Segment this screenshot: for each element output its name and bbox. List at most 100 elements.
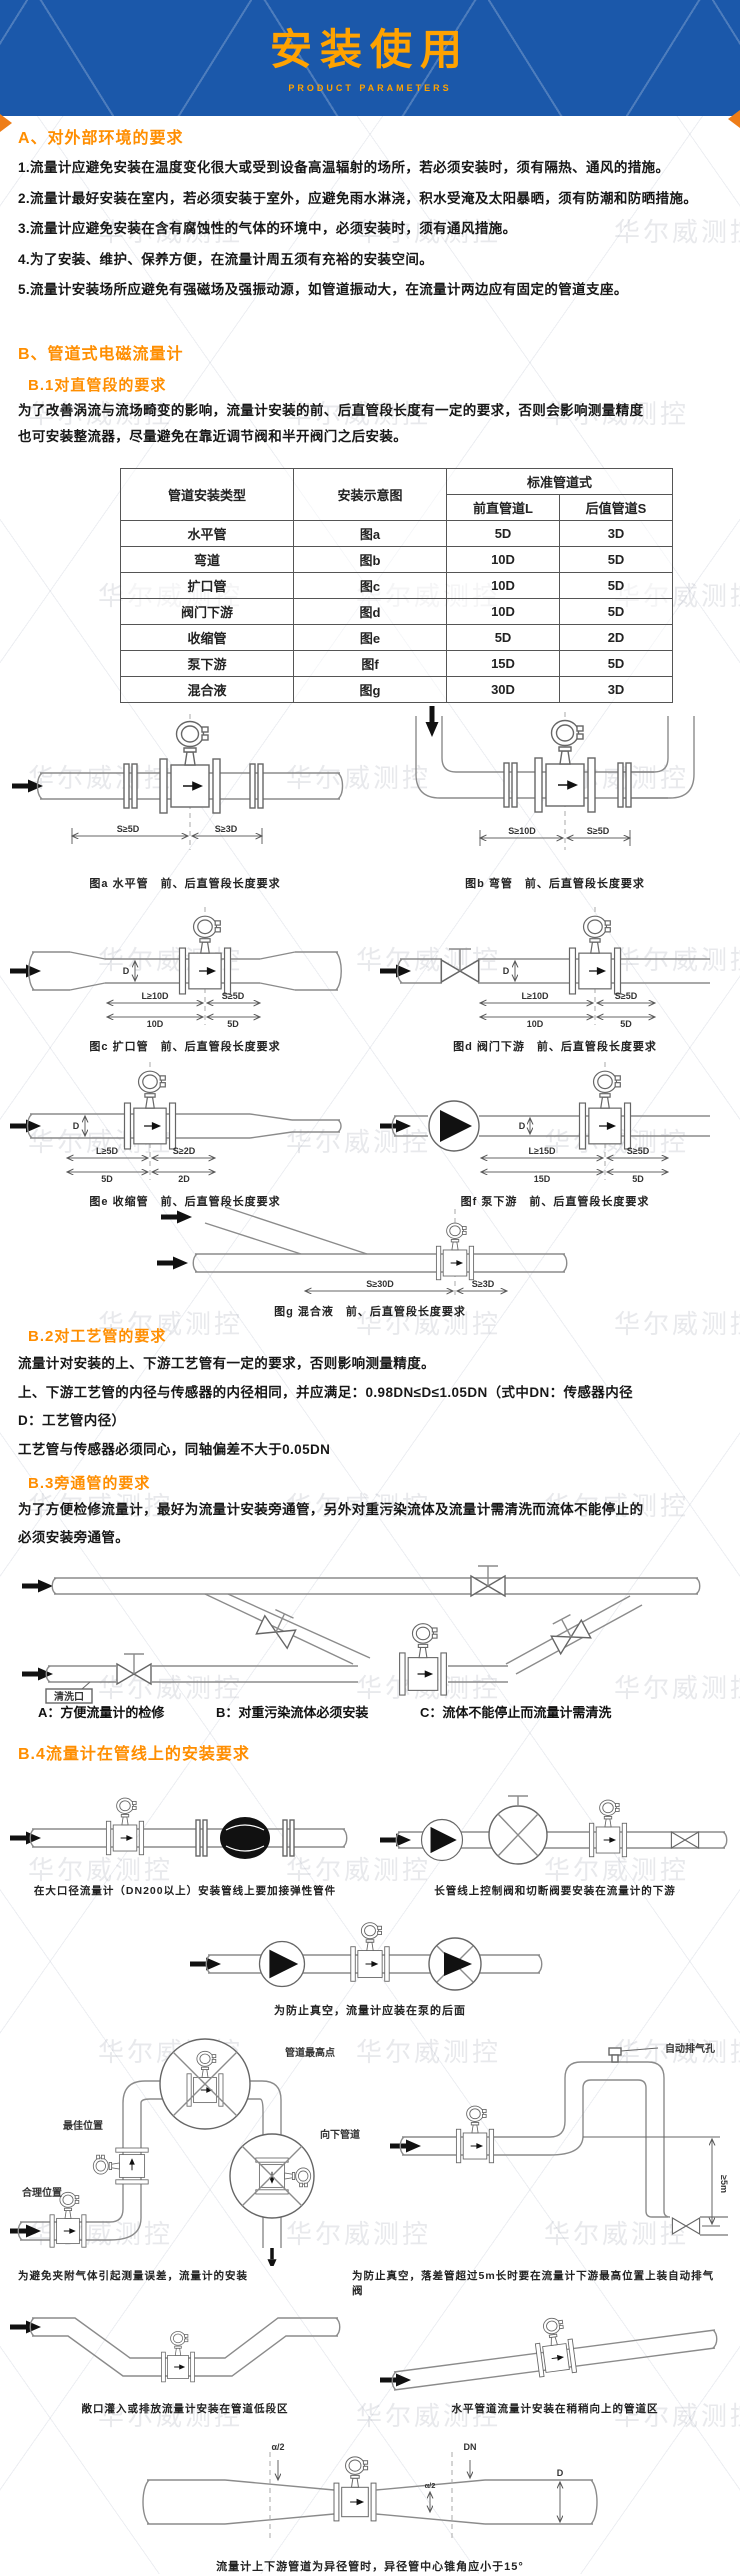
figure-e-caption: 图e 收缩管 前、后直管段长度要求	[89, 1196, 281, 1208]
col-header-standard: 标准管道式	[446, 468, 673, 495]
b4-figure-2-caption: 长管线上控制阀和切断阀要安装在流量计的下游	[434, 1885, 676, 1897]
dim-label: S≥3D	[472, 1279, 495, 1289]
dim-label: 5D	[227, 1019, 239, 1029]
dim-label: D	[519, 1121, 526, 1131]
b4-figure-7-diagram	[380, 2315, 718, 2391]
cell-type: 扩口管	[120, 572, 294, 599]
figure-row-cd: D L≥10D S≥5D 10D 5D 图c 扩口管 前、后直管段长度要求	[10, 893, 730, 1054]
b4-figure-2: 长管线上控制阀和切断阀要安装在流量计的下游	[380, 1782, 730, 1898]
cell-type: 收缩管	[120, 624, 294, 651]
cell-fig: 图g	[293, 676, 447, 703]
b4-figure-7-caption: 水平管道流量计安装在稍稍向上的管道区	[451, 2403, 659, 2415]
figure-b-diagram: S≥10D S≥5D	[415, 706, 695, 850]
b4-figure-5-caption: 为防止真空，落差管超过5m长时要在流量计下游最高位置上装自动排气阀	[352, 2270, 715, 2297]
b4-figure-5: 自动排气孔 ≥5m	[390, 2026, 730, 2271]
cell-fig: 图c	[293, 572, 447, 599]
dim-label: D	[557, 2468, 564, 2478]
cell-front: 10D	[446, 546, 560, 573]
dim-label: S≥3D	[215, 824, 238, 834]
cell-back: 5D	[559, 572, 673, 599]
dim-label: S≥5D	[222, 991, 245, 1001]
cell-fig: 图a	[293, 520, 447, 547]
b4-figure-4-label-down: 向下管道	[320, 2128, 360, 2141]
b4-complex-captions: 为避免夹附气体引起测量误差，流量计的安装 为防止真空，落差管超过5m长时要在流量…	[18, 2266, 722, 2298]
cell-type: 水平管	[120, 520, 294, 547]
bypass-caption-c: C：流体不能停止而流量计需清洗	[420, 1705, 612, 1720]
figure-f: D L≥15D S≥5D 15D 5D 图f 泵下游 前、后直管段长度要求	[380, 1048, 730, 1209]
figure-g-diagram: S≥30D S≥3D	[157, 1206, 568, 1295]
dim-label: L≥15D	[529, 1146, 556, 1156]
b4-figure-3-caption: 为防止真空，流量计应装在泵的后面	[274, 2005, 466, 2017]
b4-figure-4-label-high: 管道最高点	[285, 2046, 335, 2059]
cell-fig: 图d	[293, 598, 447, 625]
b4-figure-4: 合理位置 最佳位置 管道最高点 向下管道	[10, 2026, 390, 2271]
b4-figure-1: 在大口径流量计（DN200以上）安装管线上要加接弹性管件	[10, 1782, 360, 1898]
b4-figure-1-diagram	[10, 1797, 348, 1859]
section-b1-body: 为了改善涡流与流场畸变的影响，流量计安装的前、后直管段长度有一定的要求，否则会影…	[18, 396, 722, 451]
section-a-item: 2.流量计最好安装在室内，若必须安装于室外，应避免雨水淋浇，积水受淹及太阳暴晒，…	[18, 190, 698, 206]
section-b2-line: 上、下游工艺管的内径与传感器的内径相同，并应满足：0.98DN≤D≤1.05DN…	[18, 1384, 634, 1400]
cell-front: 5D	[446, 520, 560, 547]
figure-row-ab: S≥5D S≥3D 图a 水平管 前、后直管段长度要求	[10, 700, 730, 891]
dim-label: D	[503, 966, 510, 976]
section-b2-line: 工艺管与传感器必须同心，同轴偏差不大于0.05DN	[18, 1441, 331, 1457]
figure-d-caption: 图d 阀门下游 前、后直管段长度要求	[453, 1041, 657, 1053]
b4-row1: 在大口径流量计（DN200以上）安装管线上要加接弹性管件 长管线上控制阀和切断阀…	[10, 1782, 730, 1898]
b4-figure-8: α/2 DN α/2 D 流量计上下游管道为异径管时，异径管中心锥角应小于15°	[18, 2420, 722, 2574]
section-b3-heading: B.3旁通管的要求	[28, 1475, 151, 1492]
dim-label: 5D	[620, 1019, 632, 1029]
figure-g-caption: 图g 混合液 前、后直管段长度要求	[274, 1306, 466, 1318]
cell-back: 5D	[559, 650, 673, 677]
col-header-front: 前直管道L	[446, 494, 560, 521]
b4-figure-7: 水平管道流量计安装在稍稍向上的管道区	[380, 2294, 730, 2416]
cell-fig: 图e	[293, 624, 447, 651]
section-b2-heading: B.2对工艺管的要求	[28, 1328, 167, 1345]
section-b3-line: 为了方便检修流量计，最好为流量计安装旁通管，另外对重污染流体及流量计需清洗而流体…	[18, 1502, 644, 1517]
dim-label: S≥5D	[587, 826, 610, 836]
b4-figure-1-caption: 在大口径流量计（DN200以上）安装管线上要加接弹性管件	[33, 1885, 337, 1897]
dim-label: L≥10D	[142, 991, 169, 1001]
figure-a-caption: 图a 水平管 前、后直管段长度要求	[89, 878, 281, 890]
section-a-item: 4.为了安装、维护、保养方便，在流量计周五须有充裕的安装空间。	[18, 251, 434, 267]
dim-label: S≥10D	[508, 826, 536, 836]
figure-d-diagram: D L≥10D S≥5D 10D 5D	[380, 907, 710, 1029]
cell-back: 2D	[559, 624, 673, 651]
dim-label: S≥5D	[117, 824, 140, 834]
bypass-captions: A：方便流量计的检修 B：对重污染流体必须安装 C：流体不能停止而流量计需清洗	[38, 1702, 728, 1721]
dim-label: DN	[464, 2442, 477, 2452]
b4-figure-3: 为防止真空，流量计应装在泵的后面	[18, 1904, 722, 2018]
cell-type: 混合液	[120, 676, 294, 703]
section-b3-line: 必须安装旁通管。	[18, 1529, 130, 1545]
dim-label: 10D	[527, 1019, 544, 1029]
cell-back: 3D	[559, 676, 673, 703]
col-header-type: 管道安装类型	[120, 468, 294, 521]
cell-front: 30D	[446, 676, 560, 703]
dim-label: L≥5D	[96, 1146, 118, 1156]
dim-label: 5D	[632, 1174, 644, 1184]
figure-a: S≥5D S≥3D 图a 水平管 前、后直管段长度要求	[10, 700, 360, 891]
section-b1-line: 为了改善涡流与流场畸变的影响，流量计安装的前、后直管段长度有一定的要求，否则会影…	[18, 403, 644, 418]
bypass-figure: 清洗口	[18, 1556, 722, 1709]
b4-figure-5-diagram: 自动排气孔 ≥5m	[390, 2042, 729, 2236]
b4-figure-5-label-dim: ≥5m	[719, 2175, 729, 2193]
b4-figure-8-caption: 流量计上下游管道为异径管时，异径管中心锥角应小于15°	[216, 2561, 524, 2573]
figure-d: D L≥10D S≥5D 10D 5D 图d 阀门下游 前、后直管段长度要求	[380, 893, 730, 1054]
b4-figure-6: 敞口灌入或排放流量计安装在管道低段区	[10, 2294, 360, 2416]
dim-label: D	[123, 966, 130, 976]
section-b2-line: D：工艺管内径）	[18, 1413, 126, 1429]
dim-label: S≥5D	[615, 991, 638, 1001]
section-a-heading: A、对外部环境的要求	[18, 130, 184, 147]
dim-label: 5D	[101, 1174, 113, 1184]
cell-front: 15D	[446, 650, 560, 677]
b4-figure-6-caption: 敞口灌入或排放流量计安装在管道低段区	[81, 2403, 289, 2415]
cell-front: 10D	[446, 572, 560, 599]
dim-label: 15D	[534, 1174, 551, 1184]
b4-figure-8-diagram: α/2 DN α/2 D	[142, 2442, 598, 2542]
figure-e-diagram: D L≥5D S≥2D 5D 2D	[10, 1062, 342, 1184]
page-subtitle: PRODUCT PARAMETERS	[288, 83, 452, 93]
